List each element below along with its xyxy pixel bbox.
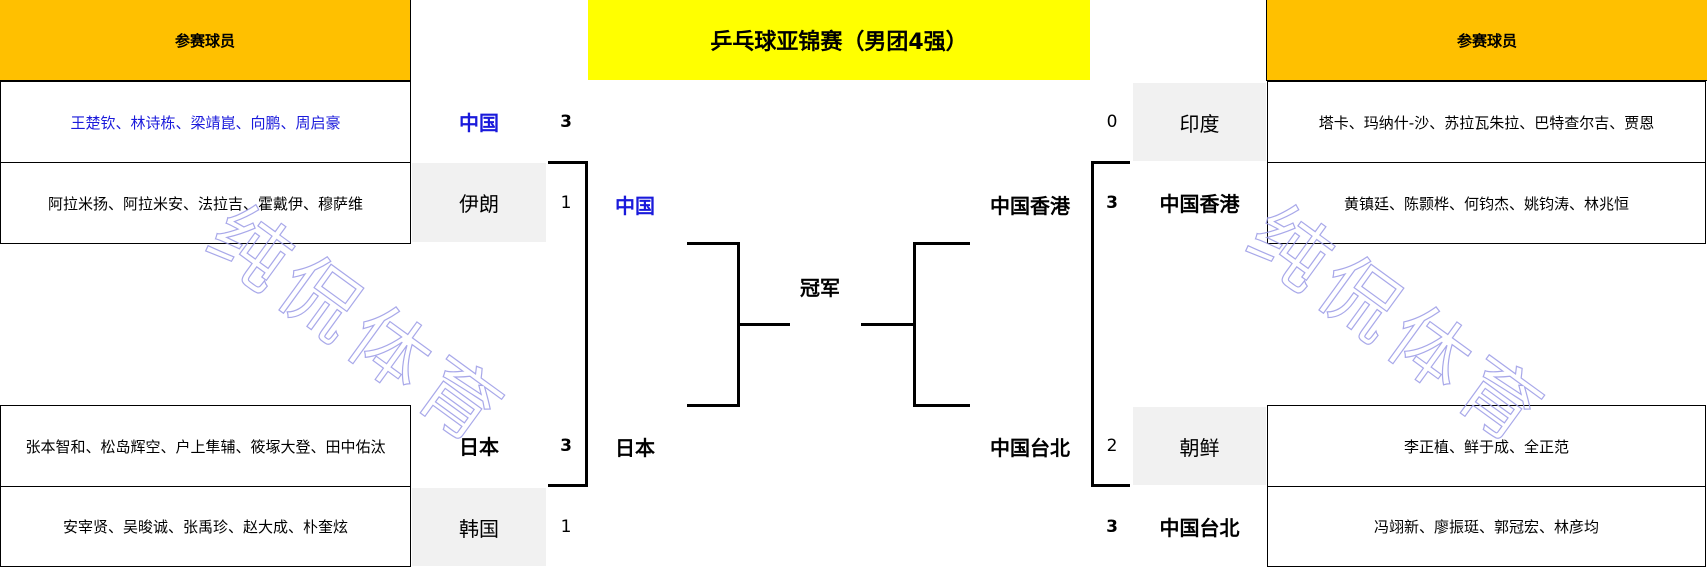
left-players-china: 王楚钦、林诗栋、梁靖崑、向鹏、周启豪 <box>0 81 411 163</box>
center-left-bracket-bottom <box>687 404 740 407</box>
right-players-header: 参赛球员 <box>1266 0 1707 81</box>
center-right-bracket-bottom <box>913 404 970 407</box>
right-country-india: 印度 <box>1133 83 1266 161</box>
right-semifinalist-1: 中国香港 <box>990 194 1070 218</box>
left-country-korea: 韩国 <box>412 488 546 566</box>
left-semifinalist-1: 中国 <box>615 194 655 218</box>
right-bracket-bottom <box>1091 484 1130 487</box>
left-bracket-bottom <box>548 484 587 487</box>
right-score-hongkong: 3 <box>1106 192 1118 213</box>
left-country-iran: 伊朗 <box>412 163 546 242</box>
champion-label: 冠军 <box>800 276 840 300</box>
left-country-china: 中国 <box>459 111 499 135</box>
right-bracket-vertical <box>1091 161 1094 487</box>
left-semifinalist-2: 日本 <box>615 436 655 460</box>
right-score-taipei: 3 <box>1106 516 1118 537</box>
right-country-dprk: 朝鲜 <box>1133 407 1266 485</box>
left-bracket-vertical <box>585 161 588 487</box>
left-score-korea: 1 <box>560 516 572 537</box>
right-players-india: 塔卡、玛纳什-沙、苏拉瓦朱拉、巴特查尔吉、贾恩 <box>1267 81 1706 163</box>
center-right-bracket-vertical <box>913 242 916 407</box>
left-score-japan: 3 <box>560 435 572 456</box>
right-score-india: 0 <box>1106 111 1118 132</box>
right-players-hongkong: 黄镇廷、陈颢桦、何钧杰、姚钧涛、林兆恒 <box>1267 162 1706 244</box>
right-country-hongkong: 中国香港 <box>1159 192 1240 216</box>
left-bracket-top <box>548 161 587 164</box>
center-right-bracket-stem <box>861 323 915 326</box>
left-score-china: 3 <box>560 111 572 132</box>
center-right-bracket-top <box>913 242 970 245</box>
left-score-iran: 1 <box>560 192 572 213</box>
left-players-korea: 安宰贤、吴晙诚、张禹珍、赵大成、朴奎炫 <box>0 486 411 567</box>
center-left-bracket-top <box>687 242 740 245</box>
right-players-taipei: 冯翊新、廖振珽、郭冠宏、林彦均 <box>1267 486 1706 567</box>
right-semifinalist-2: 中国台北 <box>990 436 1070 460</box>
right-country-taipei: 中国台北 <box>1159 516 1240 540</box>
left-players-japan: 张本智和、松岛辉空、户上隼辅、筱塚大登、田中佑汰 <box>0 405 411 487</box>
page-title: 乒乓球亚锦赛（男团4强） <box>588 0 1090 80</box>
right-bracket-top <box>1091 161 1130 164</box>
left-players-header: 参赛球员 <box>0 0 411 81</box>
left-country-japan: 日本 <box>459 435 499 459</box>
right-players-dprk: 李正植、鲜于成、全正范 <box>1267 405 1706 487</box>
left-players-iran: 阿拉米扬、阿拉米安、法拉吉、霍戴伊、穆萨维 <box>0 162 411 244</box>
right-score-dprk: 2 <box>1106 435 1118 456</box>
center-left-bracket-stem <box>737 323 790 326</box>
